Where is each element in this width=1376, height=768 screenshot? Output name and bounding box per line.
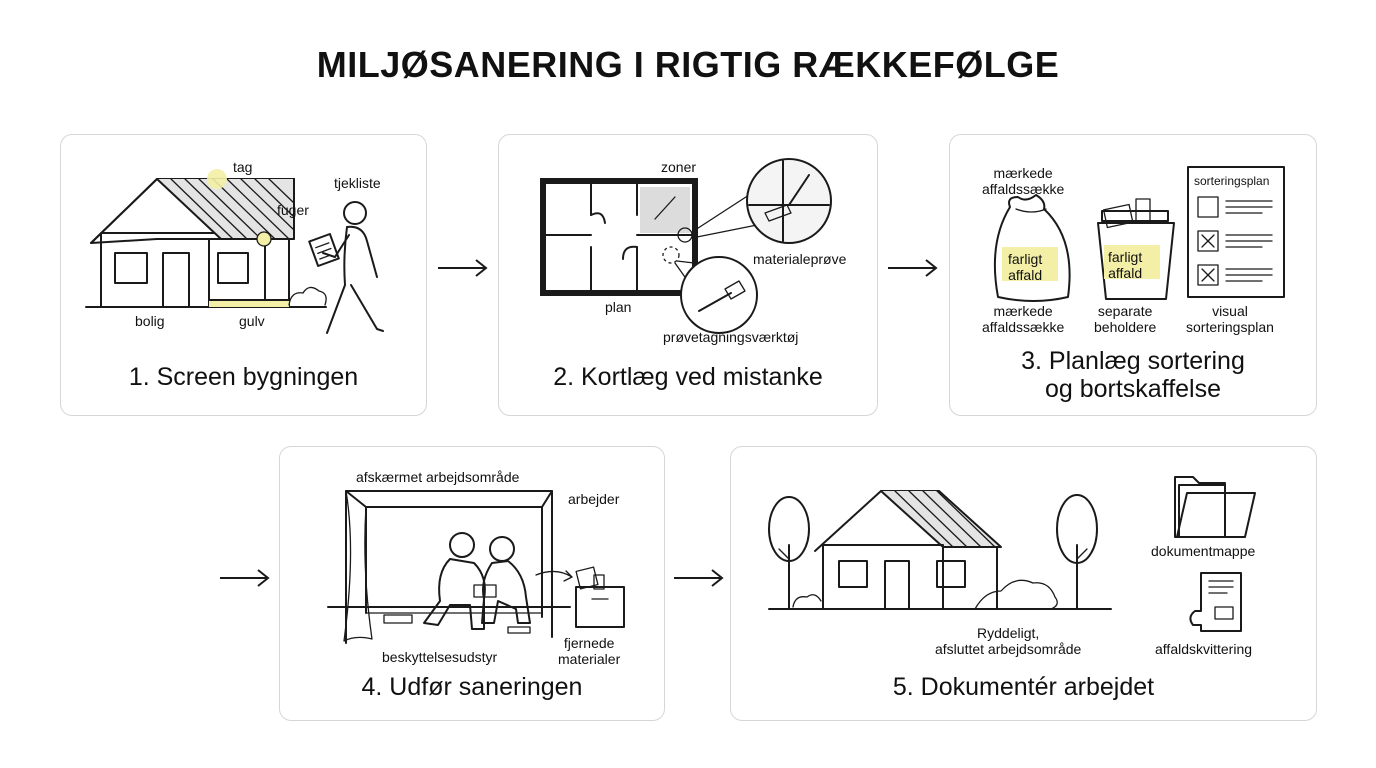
- arrow-right-icon: [438, 259, 488, 277]
- label-plan: plan: [605, 299, 632, 315]
- label-visual-plan: visual sorteringsplan: [1186, 303, 1274, 335]
- page-title: MILJØSANERING I RIGTIG RÆKKEFØLGE: [316, 44, 1060, 85]
- step-1-card: tag fuger tjekliste bolig gulv 1. Screen…: [60, 134, 427, 416]
- label-top-sack: mærkede affaldssække: [982, 165, 1065, 197]
- remediation-illustration: [327, 490, 625, 644]
- label-gulv: gulv: [239, 313, 265, 329]
- step-5-heading: 5. Dokumentér arbejdet: [892, 673, 1155, 701]
- arrow-right-icon: [888, 259, 938, 277]
- label-waste-receipt: affaldskvittering: [1155, 641, 1253, 657]
- label-tjekliste: tjekliste: [334, 175, 381, 191]
- label-worker: arbejder: [568, 491, 620, 507]
- step-5-card: dokumentmappe Ryddeligt, afsluttet arbej…: [730, 446, 1317, 721]
- label-hazard-container: farligt affald: [1108, 249, 1143, 281]
- step-3-heading: 3. Planlæg sortering og bortskaffelse: [1021, 347, 1245, 403]
- building-screening-illustration: [85, 169, 384, 334]
- step-3-card: mærkede affaldssække sorteringsplan farl…: [949, 134, 1317, 416]
- arrow-right-icon: [674, 569, 724, 587]
- label-materialeprove: materialeprøve: [753, 251, 847, 267]
- label-zoner: zoner: [661, 159, 697, 175]
- mapping-illustration: [540, 158, 832, 334]
- step-2-card: zoner materialeprøve plan prøvetagningsv…: [498, 134, 878, 416]
- documentation-illustration: [768, 476, 1256, 632]
- label-bottom-sack: mærkede affaldssække: [982, 303, 1065, 335]
- step-2-heading: 2. Kortlæg ved mistanke: [553, 363, 823, 391]
- label-fuger: fuger: [277, 202, 309, 218]
- label-clean-area: Ryddeligt, afsluttet arbejdsområde: [935, 625, 1082, 657]
- sorting-plan-illustration: [993, 166, 1285, 302]
- arrow-right-icon: [220, 569, 270, 587]
- label-removed-materials: fjernede materialer: [558, 635, 621, 667]
- label-separate-containers: separate beholdere: [1094, 303, 1157, 335]
- label-bolig: bolig: [135, 313, 165, 329]
- step-4-card: afskærmet arbejdsområde arbejder beskytt…: [279, 446, 665, 721]
- label-provetagningsvaerktoj: prøvetagningsværktøj: [663, 329, 799, 345]
- step-1-heading: 1. Screen bygningen: [128, 363, 359, 391]
- label-shielded-area: afskærmet arbejdsområde: [356, 469, 520, 485]
- label-document-folder: dokumentmappe: [1151, 543, 1256, 559]
- label-hazard-sack: farligt affald: [1008, 251, 1043, 283]
- label-protective-equipment: beskyttelsesudstyr: [382, 649, 498, 665]
- label-tag: tag: [233, 159, 253, 175]
- label-sorting-plan-header: sorteringsplan: [1194, 174, 1270, 188]
- step-4-heading: 4. Udfør saneringen: [361, 673, 583, 701]
